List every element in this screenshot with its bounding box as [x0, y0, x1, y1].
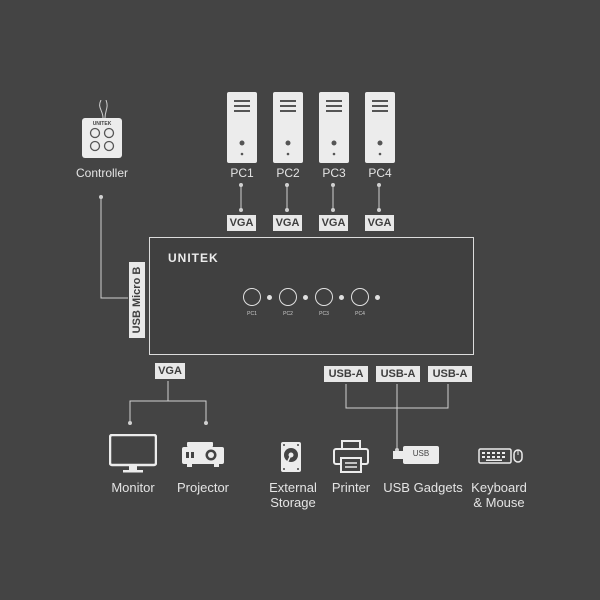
- pc-tower-3: [319, 92, 349, 168]
- pc-tower-1: [227, 92, 257, 168]
- storage-label-line1: External: [269, 480, 317, 495]
- controller-logo: UNITEK: [92, 121, 112, 127]
- printer-icon: [333, 440, 369, 473]
- vga-port-tag: VGA: [227, 215, 256, 231]
- pc1-indicator-led: [267, 295, 272, 300]
- projector-device: [181, 441, 225, 474]
- pc-tower-4: [365, 92, 395, 168]
- vga-port-tag: VGA: [273, 215, 302, 231]
- vga-out-tag: VGA: [155, 363, 185, 379]
- kvm-brand-logo: UNITEK: [168, 251, 219, 265]
- vga-port-tag: VGA: [319, 215, 348, 231]
- keyboard-mouse-device: [478, 447, 524, 470]
- pc-label: PC4: [368, 166, 392, 180]
- pc-label: PC3: [322, 166, 346, 180]
- pc4-select-button[interactable]: [351, 288, 369, 306]
- computer-tower-icon: [227, 92, 257, 163]
- projector-label: Projector: [176, 480, 230, 495]
- controller-device: UNITEK: [81, 99, 125, 160]
- pc2-button-label: PC2: [283, 311, 293, 317]
- pc-label: PC2: [276, 166, 300, 180]
- pc4-indicator-led: [375, 295, 380, 300]
- hard-drive-icon: [281, 442, 301, 472]
- monitor-device: [108, 433, 158, 479]
- usb-stick-label: USB: [412, 449, 430, 458]
- storage-label-line2: Storage: [270, 495, 316, 510]
- vga-port-tag: VGA: [365, 215, 394, 231]
- computer-tower-icon: [273, 92, 303, 163]
- storage-device: [280, 441, 302, 478]
- pc2-select-button[interactable]: [279, 288, 297, 306]
- pc2-indicator-led: [303, 295, 308, 300]
- keyboard-label-line1: Keyboard: [471, 480, 527, 495]
- keyboard-mouse-icon: [478, 448, 523, 464]
- usb-a-port-tag: USB-A: [376, 366, 420, 382]
- printer-device: [333, 440, 369, 479]
- pc3-button-label: PC3: [319, 311, 329, 317]
- keyboard-label-line2: & Mouse: [473, 495, 525, 510]
- monitor-icon: [108, 433, 158, 473]
- kvm-switch: UNITEK PC1 PC2 PC3 PC4: [149, 237, 474, 355]
- pc3-select-button[interactable]: [315, 288, 333, 306]
- pc3-indicator-led: [339, 295, 344, 300]
- usb-micro-b-tag: USB Micro B: [129, 262, 145, 338]
- usb-micro-b-label: USB Micro B: [131, 266, 143, 334]
- pc1-button-label: PC1: [247, 311, 257, 317]
- controller-label: Controller: [75, 166, 129, 180]
- pc4-button-label: PC4: [355, 311, 365, 317]
- pc1-select-button[interactable]: [243, 288, 261, 306]
- projector-icon: [182, 442, 224, 467]
- computer-tower-icon: [365, 92, 395, 163]
- usb-gadget-device: USB: [393, 445, 439, 470]
- usb-a-port-tag: USB-A: [428, 366, 472, 382]
- printer-label: Printer: [331, 480, 371, 495]
- usb-a-port-tag: USB-A: [324, 366, 368, 382]
- computer-tower-icon: [319, 92, 349, 163]
- usb-gadgets-label: USB Gadgets: [383, 480, 463, 495]
- pc-tower-2: [273, 92, 303, 168]
- pc-label: PC1: [230, 166, 254, 180]
- controller-icon: [82, 99, 122, 158]
- usb-stick-icon: [393, 446, 439, 464]
- monitor-label: Monitor: [111, 480, 155, 495]
